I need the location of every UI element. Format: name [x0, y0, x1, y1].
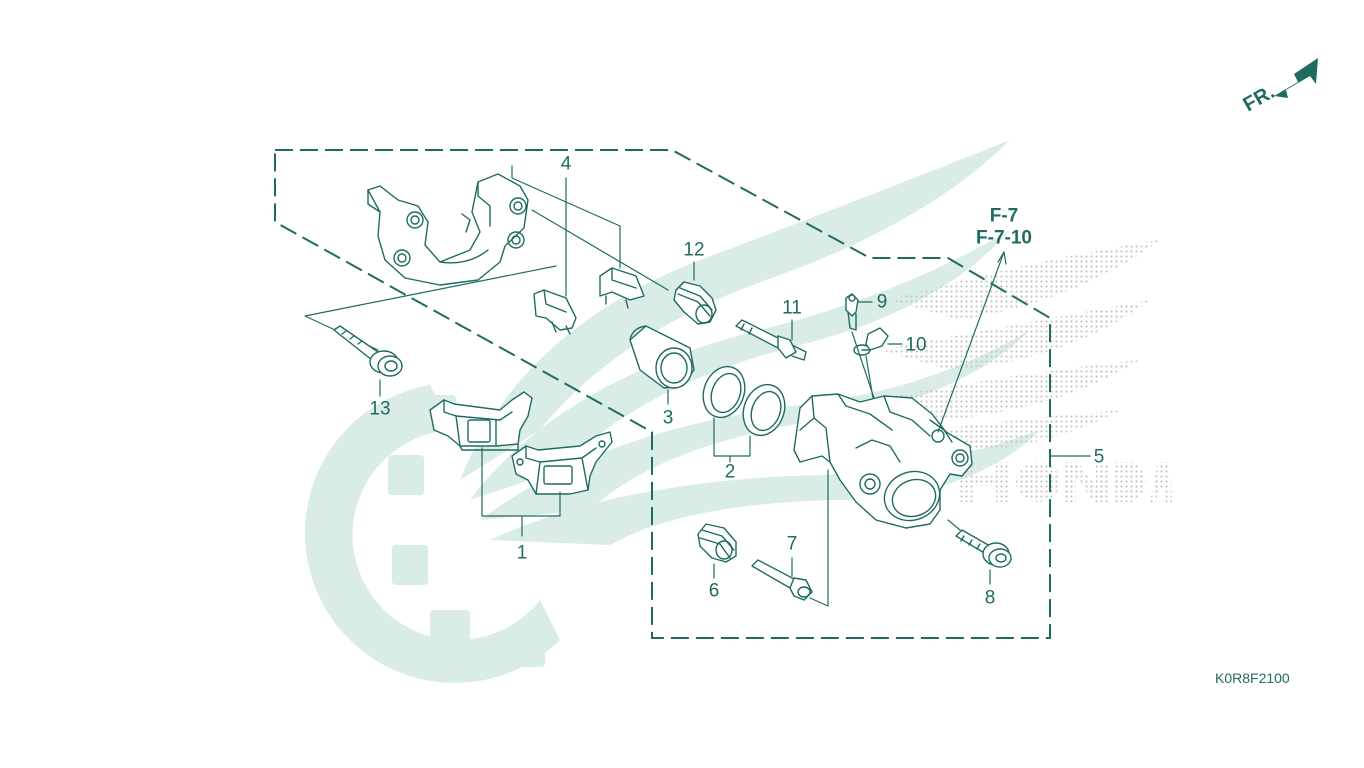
callout-3[interactable]: 3: [662, 407, 674, 429]
bolt-8: [955, 529, 1012, 568]
callout-4[interactable]: 4: [560, 153, 572, 175]
bleeder-screw-9: [845, 293, 859, 331]
front-arrow-icon: [1274, 58, 1318, 98]
caliper-bracket: [367, 173, 529, 286]
pin-bolt-13: [333, 325, 403, 377]
brake-pad-lower: [511, 431, 613, 495]
leader-caliper-left: [809, 469, 829, 607]
dust-seal: [742, 383, 786, 437]
boot-12: [673, 281, 717, 325]
assembly-boundary: [274, 149, 1051, 639]
pad-spring-right: [599, 267, 645, 309]
bleeder-cap-10: [853, 327, 889, 356]
leader-bolt-caliper: [947, 519, 961, 531]
reference-f7-10[interactable]: F-7-10: [976, 227, 1032, 249]
callout-1[interactable]: 1: [516, 542, 528, 564]
callout-12[interactable]: 12: [683, 239, 705, 261]
caliper-body: [793, 393, 973, 529]
callout-8[interactable]: 8: [984, 587, 996, 609]
callout-11[interactable]: 11: [782, 297, 802, 319]
leader-2: [713, 417, 751, 463]
callout-7[interactable]: 7: [786, 533, 798, 555]
callout-2[interactable]: 2: [724, 461, 736, 483]
caliper-pin-11: [735, 319, 807, 361]
callout-9[interactable]: 9: [876, 291, 888, 313]
callout-10[interactable]: 10: [905, 334, 927, 356]
boot-6: [697, 523, 737, 563]
piston-seal: [702, 365, 746, 419]
reference-f7[interactable]: F-7: [989, 205, 1019, 227]
brake-pad-upper: [429, 391, 533, 451]
pad-spring-left: [533, 289, 577, 335]
diagram-code: K0R8F2100: [1215, 670, 1290, 686]
callout-6[interactable]: 6: [708, 580, 720, 602]
leader-spring-lower: [531, 209, 669, 291]
callout-13[interactable]: 13: [369, 398, 391, 420]
leader-1: [481, 447, 561, 537]
piston-3: [629, 325, 695, 389]
caliper-pin-7: [751, 559, 813, 601]
leader-ref: [937, 251, 1005, 433]
callout-5[interactable]: 5: [1093, 446, 1105, 468]
ref-arrowhead: [997, 251, 1007, 265]
